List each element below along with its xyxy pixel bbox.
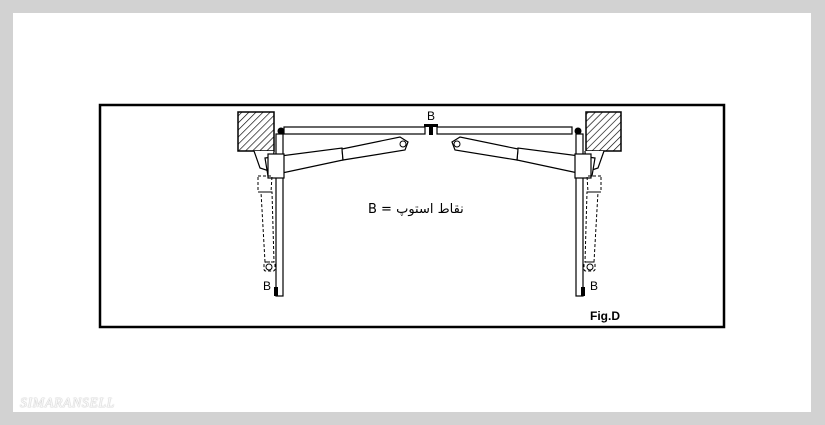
right-gate-leaf-closed [436, 126, 573, 135]
left-stop-label: B [263, 279, 272, 293]
left-hinge [277, 127, 285, 135]
right-ground-stop [581, 287, 585, 296]
center-stop [424, 124, 438, 135]
figure-label: Fig.D [590, 309, 620, 323]
right-arm-end [586, 263, 594, 271]
right-opener-arm-open-dashed [583, 175, 602, 272]
right-arm-mount [574, 153, 592, 179]
left-gate-leaf-open [275, 133, 284, 297]
right-stop-label: B [590, 279, 599, 293]
right-gate-leaf-open [575, 133, 584, 297]
right-hinge [574, 127, 582, 135]
watermark: SIMARANSELL [20, 396, 115, 411]
left-pillar [237, 111, 275, 152]
left-gate-leaf-closed [283, 126, 426, 135]
stop-points-legend: B = نقاط استوپ [368, 202, 464, 217]
right-pillar [585, 111, 622, 152]
left-opener-arm-open-dashed [257, 175, 276, 272]
left-arm-end [265, 263, 273, 271]
left-ground-stop [274, 287, 278, 296]
top-stop-label: B [427, 109, 436, 123]
left-arm-mount [267, 153, 285, 179]
